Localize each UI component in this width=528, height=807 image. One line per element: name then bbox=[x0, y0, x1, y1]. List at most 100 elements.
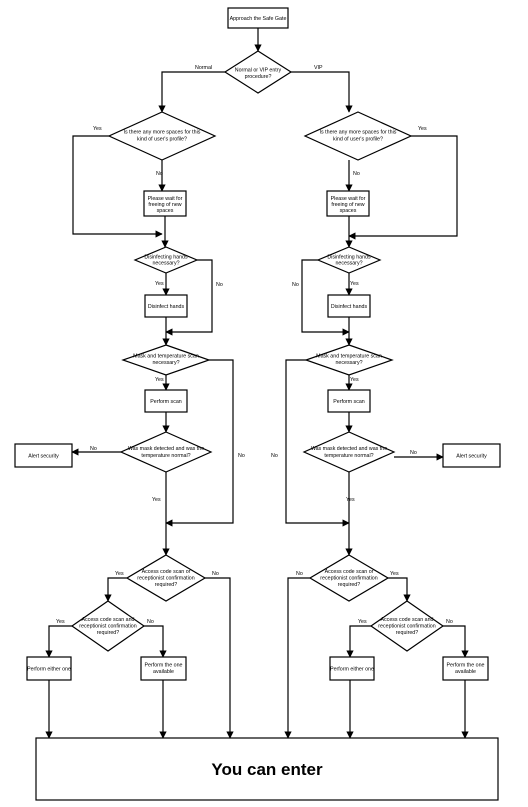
svg-text:Alert security: Alert security bbox=[28, 453, 59, 459]
access-decision-left: Access code scan or receptionist confirm… bbox=[125, 554, 207, 602]
svg-text:Disinfecting hands: Disinfecting hands bbox=[327, 255, 371, 261]
svg-text:necessary?: necessary? bbox=[335, 360, 362, 366]
end-node: You can enter bbox=[35, 737, 499, 801]
disinfect-node-left: Disinfect hands bbox=[144, 294, 188, 318]
scan-decision-left: Mask and temperature scan necessary? bbox=[121, 344, 211, 376]
label-both-yes-right: Yes bbox=[358, 619, 367, 625]
label-disinfect-yes-left: Yes bbox=[155, 281, 164, 287]
svg-text:freeing of new: freeing of new bbox=[148, 202, 181, 208]
label-access-yes-right: Yes bbox=[390, 571, 399, 577]
svg-text:available: available bbox=[455, 669, 476, 675]
scan-node-right: Perform scan bbox=[327, 389, 371, 413]
svg-text:necessary?: necessary? bbox=[335, 261, 362, 267]
label-scan-no-right: No bbox=[271, 453, 278, 459]
svg-text:Alert security: Alert security bbox=[456, 453, 487, 459]
label-scan-yes-right: Yes bbox=[350, 377, 359, 383]
label-disinfect-no-right: No bbox=[292, 282, 299, 288]
label-mask-no-right: No bbox=[410, 450, 417, 456]
svg-text:kind of user's profile?: kind of user's profile? bbox=[137, 137, 187, 143]
svg-text:Mask and temperature scan: Mask and temperature scan bbox=[133, 354, 199, 360]
scan-node-left: Perform scan bbox=[144, 389, 188, 413]
svg-text:Access code scan and: Access code scan and bbox=[381, 617, 434, 623]
spaces-decision-right: Is there any more spaces for this kind o… bbox=[303, 111, 413, 161]
available-node-left: Perform the one available bbox=[140, 656, 187, 681]
label-normal: Normal bbox=[195, 65, 212, 71]
svg-text:Approach the Safe Gate: Approach the Safe Gate bbox=[230, 16, 287, 22]
wait-node-right: Please wait for freeing of new spaces bbox=[326, 190, 370, 217]
svg-text:required?: required? bbox=[155, 582, 177, 588]
label-mask-yes-right: Yes bbox=[346, 497, 355, 503]
available-node-right: Perform the one available bbox=[442, 656, 489, 681]
label-mask-no-left: No bbox=[90, 446, 97, 452]
label-disinfect-yes-right: Yes bbox=[350, 281, 359, 287]
edge-access-yes-left bbox=[104, 577, 127, 602]
svg-text:Access code scan and: Access code scan and bbox=[82, 617, 135, 623]
edge-spaces-yes-left bbox=[72, 135, 163, 238]
label-both-no-right: No bbox=[446, 619, 453, 625]
edges bbox=[45, 28, 469, 739]
label-mask-yes-left: Yes bbox=[152, 497, 161, 503]
either-node-left: Perform either one bbox=[26, 656, 72, 681]
svg-text:You can enter: You can enter bbox=[211, 760, 323, 779]
label-spaces-yes-right: Yes bbox=[418, 126, 427, 132]
label-access-no-left: No bbox=[212, 571, 219, 577]
svg-text:Perform either one: Perform either one bbox=[27, 666, 71, 672]
edge-both-yes-left bbox=[45, 625, 72, 658]
label-both-yes-left: Yes bbox=[56, 619, 65, 625]
label-scan-no-left: No bbox=[238, 453, 245, 459]
svg-text:Disinfect hands: Disinfect hands bbox=[148, 304, 185, 310]
svg-text:temperature normal?: temperature normal? bbox=[324, 453, 373, 459]
access-decision-right: Access code scan or receptionist confirm… bbox=[308, 554, 390, 602]
svg-text:kind of user's profile?: kind of user's profile? bbox=[333, 137, 383, 143]
svg-text:Mask and temperature scan: Mask and temperature scan bbox=[316, 354, 382, 360]
label-spaces-no-left: No bbox=[156, 171, 163, 177]
label-spaces-yes-left: Yes bbox=[93, 126, 102, 132]
scan-decision-right: Mask and temperature scan necessary? bbox=[304, 344, 394, 376]
start-node: Approach the Safe Gate bbox=[227, 7, 289, 29]
svg-text:Is there any more spaces for t: Is there any more spaces for this bbox=[320, 130, 397, 136]
disinfect-decision-left: Disinfecting hands necessary? bbox=[133, 246, 199, 274]
label-access-yes-left: Yes bbox=[115, 571, 124, 577]
svg-text:necessary?: necessary? bbox=[152, 261, 179, 267]
svg-text:Please wait for: Please wait for bbox=[148, 196, 183, 202]
svg-text:Perform the one: Perform the one bbox=[145, 663, 183, 669]
edge-scan-no-right bbox=[285, 359, 350, 527]
edge-both-yes-right bbox=[346, 625, 371, 658]
svg-text:spaces: spaces bbox=[340, 208, 357, 214]
svg-text:receptionist confirmation: receptionist confirmation bbox=[320, 576, 377, 582]
label-disinfect-no-left: No bbox=[216, 282, 223, 288]
edge-scan-no-left bbox=[165, 359, 234, 527]
svg-text:Perform scan: Perform scan bbox=[333, 399, 365, 405]
svg-text:Disinfecting hands: Disinfecting hands bbox=[144, 255, 188, 261]
svg-text:necessary?: necessary? bbox=[152, 360, 179, 366]
edge-disinfect-no-right bbox=[301, 259, 350, 336]
svg-text:Access code scan or: Access code scan or bbox=[142, 569, 191, 575]
svg-text:Was mask detected and was the: Was mask detected and was the bbox=[311, 446, 387, 452]
svg-text:available: available bbox=[153, 669, 174, 675]
svg-text:temperature normal?: temperature normal? bbox=[141, 453, 190, 459]
svg-text:Access code scan or: Access code scan or bbox=[325, 569, 374, 575]
label-both-no-left: No bbox=[147, 619, 154, 625]
svg-text:Please wait for: Please wait for bbox=[331, 196, 366, 202]
svg-text:Perform the one: Perform the one bbox=[447, 663, 485, 669]
both-decision-left: Access code scan and receptionist confir… bbox=[70, 600, 146, 652]
edge-vip bbox=[291, 71, 353, 113]
edge-normal bbox=[158, 71, 225, 113]
edge-disinfect-no-left bbox=[165, 259, 213, 336]
label-vip: VIP bbox=[314, 65, 323, 71]
disinfect-node-right: Disinfect hands bbox=[327, 294, 371, 318]
svg-text:receptionist confirmation: receptionist confirmation bbox=[378, 624, 435, 630]
label-spaces-no-right: No bbox=[353, 171, 360, 177]
svg-text:procedure?: procedure? bbox=[245, 74, 272, 80]
svg-text:Disinfect hands: Disinfect hands bbox=[331, 304, 368, 310]
svg-text:receptionist confirmation: receptionist confirmation bbox=[79, 624, 136, 630]
svg-text:Perform either one: Perform either one bbox=[330, 666, 374, 672]
edge-access-yes-right bbox=[388, 577, 411, 602]
edge-labels: Normal VIP Yes No Yes No Yes No No Yes Y… bbox=[56, 65, 453, 625]
wait-node-left: Please wait for freeing of new spaces bbox=[143, 190, 187, 217]
svg-text:Was mask detected and was the: Was mask detected and was the bbox=[128, 446, 204, 452]
svg-text:Is there any more spaces for t: Is there any more spaces for this bbox=[124, 130, 201, 136]
spaces-decision-left: Is there any more spaces for this kind o… bbox=[107, 111, 217, 161]
edge-both-no-right bbox=[443, 625, 469, 658]
